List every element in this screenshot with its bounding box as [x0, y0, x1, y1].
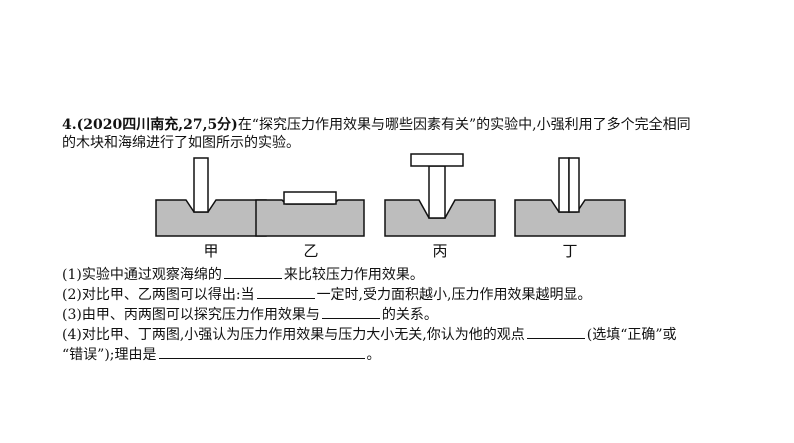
setup-ding: [514, 157, 626, 237]
sub-question-4-text-after: (选填“正确”或: [586, 327, 677, 343]
question-number: 4.: [62, 117, 77, 133]
sub-question-1: (1)实验中通过观察海绵的 来比较压力作用效果。: [62, 266, 424, 284]
answer-blank-2[interactable]: [256, 286, 315, 299]
sub-question-4-text-before: (4)对比甲、丁两图,小强认为压力作用效果与压力大小无关,你认为他的观点: [62, 327, 525, 343]
setup-bing: [384, 153, 496, 237]
sub-question-1-text-before: (1)实验中通过观察海绵的: [62, 267, 222, 283]
answer-blank-4a[interactable]: [526, 326, 585, 339]
sub-question-2-text-after: 一定时,受力面积越小,压力作用效果越明显。: [316, 287, 592, 303]
answer-blank-3[interactable]: [321, 306, 380, 319]
sub-question-1-text-after: 来比较压力作用效果。: [283, 267, 424, 283]
block-ding-left: [558, 157, 570, 213]
sub-question-4-line2-text-after: 。: [366, 347, 381, 363]
question-stem-text2: 的木块和海绵进行了如图所示的实验。: [62, 135, 300, 151]
sub-question-3-text-before: (3)由甲、丙两图可以探究压力作用效果与: [62, 307, 320, 323]
sub-question-2-text-before: (2)对比甲、乙两图可以得出:当: [62, 287, 255, 303]
sponge-jia: [155, 199, 267, 237]
figure-label-ding: 丁: [562, 242, 578, 260]
question-stem-line2: 的木块和海绵进行了如图所示的实验。: [62, 134, 300, 152]
setup-jia: [155, 157, 267, 237]
sponge-yi: [255, 199, 365, 237]
sub-question-3-text-after: 的关系。: [381, 307, 438, 323]
figure-label-jia: 甲: [203, 242, 219, 260]
sub-question-3: (3)由甲、丙两图可以探究压力作用效果与 的关系。: [62, 306, 438, 324]
figure-label-yi: 乙: [303, 242, 319, 260]
block-ding-right: [568, 157, 580, 213]
figure-label-bing: 丙: [432, 242, 448, 260]
sub-question-4-line2: “错误”);理由是 。: [62, 346, 381, 364]
block-yi: [283, 191, 337, 205]
question-stem-text1: 在“探究压力作用效果与哪些因素有关”的实验中,小强利用了多个完全相同: [237, 117, 691, 133]
answer-blank-1[interactable]: [223, 266, 282, 279]
sub-question-4-line1: (4)对比甲、丁两图,小强认为压力作用效果与压力大小无关,你认为他的观点 (选填“…: [62, 326, 677, 344]
block-bing-upright: [428, 165, 446, 219]
question-stem-line1: 4.(2020四川南充,27,5分)在“探究压力作用效果与哪些因素有关”的实验中…: [62, 116, 691, 134]
block-jia: [193, 157, 209, 213]
question-source: (2020四川南充,27,5分): [76, 117, 238, 133]
sub-question-2: (2)对比甲、乙两图可以得出:当 一定时,受力面积越小,压力作用效果越明显。: [62, 286, 591, 304]
experiment-figure: [155, 153, 626, 237]
setup-yi: [255, 191, 365, 237]
block-bing-top: [410, 153, 464, 167]
answer-blank-4b[interactable]: [158, 346, 365, 359]
sponge-ding: [514, 199, 626, 237]
sub-question-4-line2-text-before: “错误”);理由是: [62, 347, 157, 363]
